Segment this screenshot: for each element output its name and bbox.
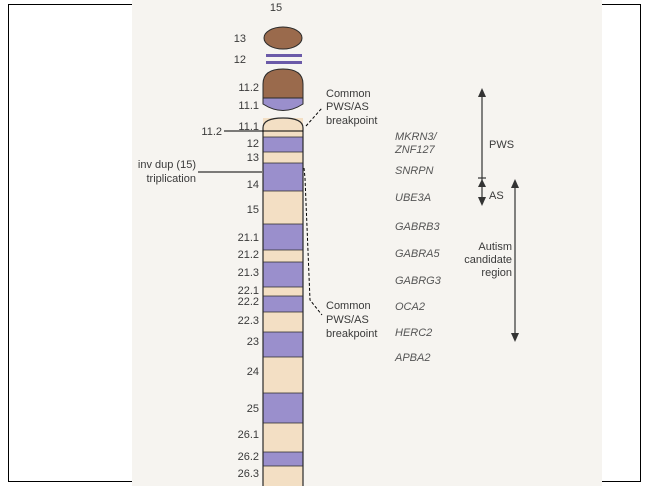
band-label-q21-3: 21.3 [238,267,259,279]
gene-gabrg3: GABRG3 [395,275,442,287]
short-arm: 15 13 12 11.2 11.1 [234,2,303,112]
pws-arrowhead-top [478,88,486,97]
band-p11-2 [263,69,303,98]
stalk-stripe-1 [266,54,302,57]
gene-znf127: ZNF127 [394,144,436,156]
band-label-q24: 24 [247,366,259,378]
band-q25 [263,393,303,423]
gene-gabra5: GABRA5 [395,248,441,260]
breakpoint-top-line1: Common [326,88,371,100]
band-label-q14: 14 [247,179,259,191]
gene-gabrb3: GABRB3 [395,221,441,233]
pws-arrowhead-bottom [478,197,486,206]
breakpoint-top-line3: breakpoint [326,115,377,127]
band-q14 [263,163,303,191]
band-q11-1 [263,118,303,137]
gene-oca2: OCA2 [395,301,425,313]
band-q22-3 [263,312,303,332]
band-q13 [263,152,303,163]
gene-apba2: APBA2 [394,352,430,364]
band-label-p12: 12 [234,54,246,66]
band-label-p15: 15 [270,2,282,14]
band-label-q13: 13 [247,152,259,164]
band-label-p11-1: 11.1 [238,100,259,112]
autism-arrowhead-top [511,179,519,188]
band-label-p11-2: 11.2 [238,82,259,94]
band-q26-1 [263,423,303,452]
band-label-q22-2: 22.2 [238,296,259,308]
band-p11-1 [263,98,303,111]
satellite-p13 [264,27,302,49]
autism-label-line2: candidate [464,254,512,266]
band-label-q15: 15 [247,204,259,216]
autism-arrowhead-bottom [511,333,519,342]
band-label-q25: 25 [247,403,259,415]
band-q24 [263,357,303,393]
region-brackets: PWS AS Autism candidate region [464,88,519,342]
breakpoint-bottom-line3: breakpoint [326,328,377,340]
gene-snrpn: SNRPN [395,165,434,177]
band-label-q21-1: 21.1 [238,232,259,244]
inv-dup-label-line1: inv dup (15) [138,159,196,171]
band-label-q22-3: 22.3 [238,315,259,327]
autism-label-line1: Autism [478,241,512,253]
band-label-q26-2: 26.2 [238,451,259,463]
band-q26-3 [263,466,303,486]
band-q23 [263,332,303,357]
breakpoint-top-dashed-leader [306,108,322,126]
breakpoint-bottom-line2: PWS/AS [326,314,369,326]
left-label-11-2: 11.2 [201,126,222,138]
breakpoint-bottom-line1: Common [326,300,371,312]
gene-ube3a: UBE3A [395,192,431,204]
region-label-pws: PWS [489,139,514,151]
gene-list: MKRN3/ ZNF127 SNRPN UBE3A GABRB3 GABRA5 … [394,131,442,364]
band-q26-2 [263,452,303,466]
long-arm-band-labels: 11.11213141521.121.221.322.122.222.32324… [238,121,259,480]
as-arrowhead-top [478,179,486,187]
band-q15 [263,191,303,224]
band-q22-1 [263,287,303,296]
gene-herc2: HERC2 [395,327,432,339]
breakpoint-top-line2: PWS/AS [326,101,369,113]
band-q21-2 [263,250,303,262]
region-label-as: AS [489,190,504,202]
band-label-q21-2: 21.2 [238,249,259,261]
band-label-q12: 12 [247,138,259,150]
band-q22-2 [263,296,303,312]
band-q21-1 [263,224,303,250]
long-arm-bands [263,118,303,486]
inv-dup-label-line2: triplication [146,173,196,185]
band-label-q26-3: 26.3 [238,468,259,480]
band-label-q26-1: 26.1 [238,429,259,441]
band-label-p13: 13 [234,33,246,45]
band-label-q23: 23 [247,336,259,348]
breakpoint-bottom-dashed-leader [304,168,322,315]
band-q21-3 [263,262,303,287]
gene-mkrn3: MKRN3/ [395,131,438,143]
band-q12 [263,137,303,152]
autism-label-line3: region [481,267,512,279]
stalk-stripe-2 [266,61,302,64]
